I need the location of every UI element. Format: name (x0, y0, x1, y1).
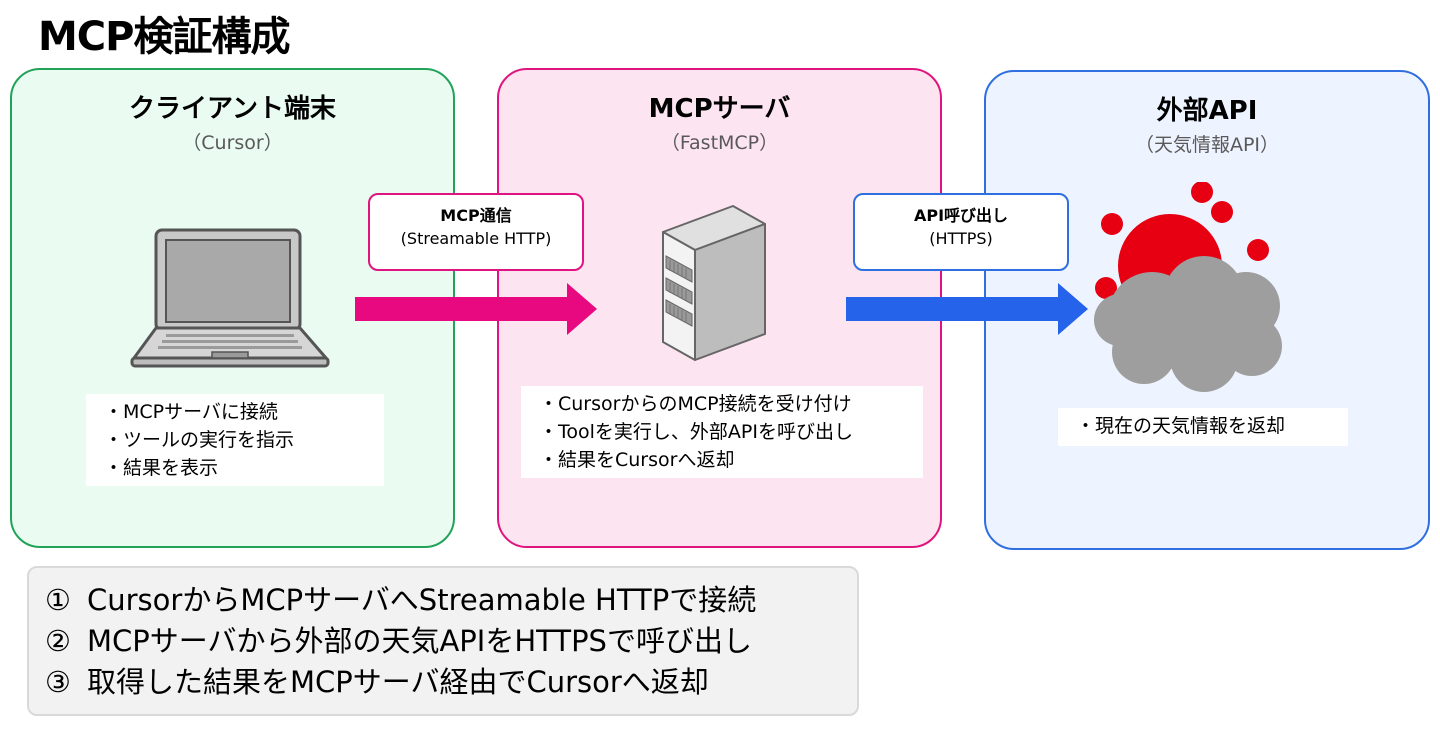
step-number: ① (45, 583, 71, 617)
api-notes: ・現在の天気情報を返却 (1058, 408, 1348, 446)
mcp-arrow (355, 283, 597, 335)
server-note: ・CursorからのMCP接続を受け付け (539, 393, 852, 415)
api-arrow (846, 283, 1088, 335)
server-panel-subtitle: （FastMCP） (660, 132, 779, 154)
api-connection-title: API呼び出し (913, 206, 1009, 225)
step-number: ③ (45, 665, 71, 699)
client-panel-subtitle: （Cursor） (182, 132, 283, 154)
api-connection-protocol: (HTTPS) (929, 229, 993, 248)
step-text: MCPサーバから外部の天気APIをHTTPSで呼び出し (87, 624, 752, 658)
step-item: ① CursorからMCPサーバへStreamable HTTPで接続 (45, 580, 857, 621)
client-note: ・結果を表示 (104, 457, 219, 479)
client-panel-title: クライアント端末 (129, 94, 336, 124)
step-text: CursorからMCPサーバへStreamable HTTPで接続 (87, 583, 757, 617)
api-note: ・現在の天気情報を返却 (1076, 415, 1286, 437)
server-note: ・結果をCursorへ返却 (539, 449, 735, 471)
step-item: ② MCPサーバから外部の天気APIをHTTPSで呼び出し (45, 621, 857, 662)
sun-cloud-icon (1092, 182, 1292, 392)
step-item: ③ 取得した結果をMCPサーバ経由でCursorへ返却 (45, 662, 857, 703)
server-note: ・Toolを実行し、外部APIを呼び出し (539, 421, 853, 443)
client-notes: ・MCPサーバに接続 ・ツールの実行を指示 ・結果を表示 (86, 394, 384, 486)
server-notes: ・CursorからのMCP接続を受け付け ・Toolを実行し、外部APIを呼び出… (521, 386, 923, 478)
mcp-connection-protocol: (Streamable HTTP) (400, 229, 552, 248)
step-number: ② (45, 624, 71, 658)
steps-box: ① CursorからMCPサーバへStreamable HTTPで接続 ② MC… (27, 566, 859, 716)
mcp-connection-callout: MCP通信 (Streamable HTTP) (368, 193, 584, 271)
server-icon (659, 202, 769, 362)
server-panel-title: MCPサーバ (648, 94, 791, 124)
client-note: ・MCPサーバに接続 (104, 401, 278, 423)
mcp-connection-title: MCP通信 (440, 206, 512, 225)
laptop-icon (128, 228, 332, 368)
api-panel-subtitle: （天気情報API） (1134, 134, 1280, 156)
page-title: MCP検証構成 (38, 14, 290, 60)
api-panel-title: 外部API (1156, 96, 1258, 126)
api-connection-callout: API呼び出し (HTTPS) (853, 193, 1069, 271)
client-note: ・ツールの実行を指示 (104, 429, 295, 451)
step-text: 取得した結果をMCPサーバ経由でCursorへ返却 (87, 665, 709, 699)
